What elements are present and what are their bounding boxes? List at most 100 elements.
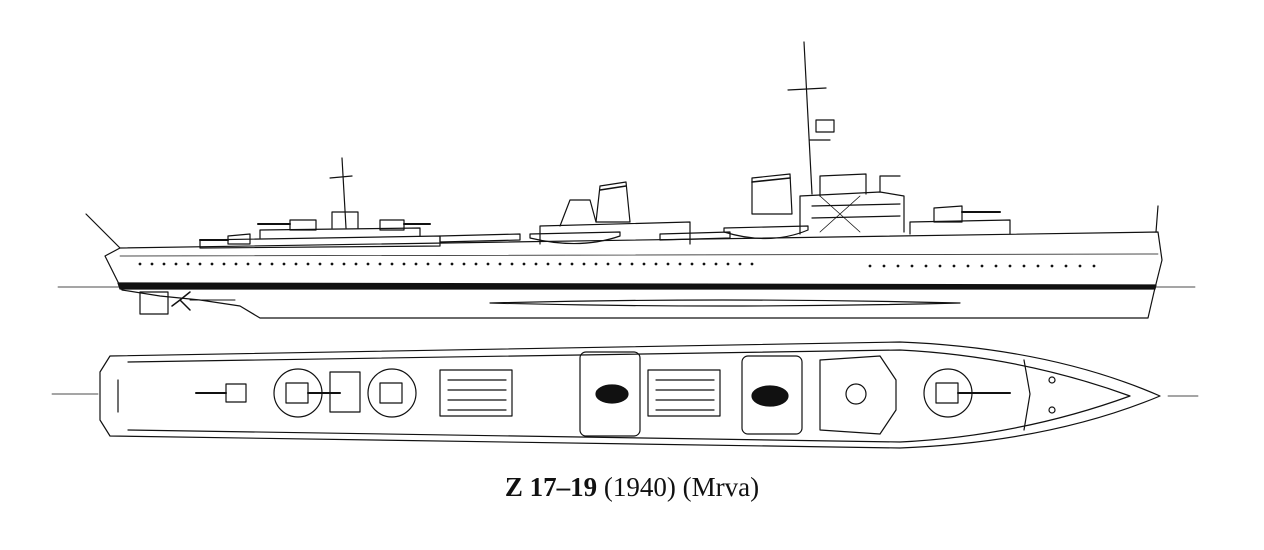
porthole (294, 262, 298, 266)
aft-turret-1 (228, 234, 250, 244)
rudder (140, 292, 168, 314)
porthole (1064, 264, 1068, 268)
porthole (666, 262, 670, 266)
aft-funnel-top (596, 385, 628, 403)
porthole (414, 262, 418, 266)
aft-mast (342, 158, 346, 228)
porthole (258, 262, 262, 266)
hull-plan (100, 342, 1160, 448)
credit-label: (Mrva) (682, 472, 760, 502)
bridge (800, 192, 904, 234)
fore-mast (804, 42, 812, 194)
porthole (910, 264, 914, 268)
porthole (330, 262, 334, 266)
boot-top (118, 283, 1156, 289)
porthole (582, 262, 586, 266)
porthole (510, 262, 514, 266)
porthole (162, 262, 166, 266)
porthole (450, 262, 454, 266)
porthole (750, 262, 754, 266)
porthole (1008, 264, 1012, 268)
porthole (570, 262, 574, 266)
year-label: (1940) (603, 472, 676, 502)
porthole (642, 262, 646, 266)
porthole (868, 264, 872, 268)
porthole (618, 262, 622, 266)
porthole (498, 262, 502, 266)
porthole (1092, 264, 1096, 268)
porthole (318, 262, 322, 266)
fore-funnel (752, 174, 792, 214)
porthole (924, 264, 928, 268)
porthole (882, 264, 886, 268)
porthole (138, 262, 142, 266)
fore-turret-1 (934, 206, 962, 222)
porthole (426, 262, 430, 266)
porthole (630, 262, 634, 266)
porthole (534, 262, 538, 266)
propeller (172, 292, 190, 310)
porthole (366, 262, 370, 266)
aft-funnel (596, 182, 630, 222)
porthole (342, 262, 346, 266)
boat-fore (724, 226, 808, 239)
torpedo-tubes-fore (660, 232, 730, 240)
torpedo-tubes-aft (440, 234, 520, 242)
boat-mid (530, 232, 620, 244)
plan-turrets (196, 369, 1010, 417)
porthole (306, 262, 310, 266)
porthole (980, 264, 984, 268)
porthole (654, 262, 658, 266)
porthole (462, 262, 466, 266)
bilge-keel (490, 300, 960, 306)
porthole (402, 262, 406, 266)
fore-funnel-top (752, 386, 788, 406)
porthole (738, 262, 742, 266)
porthole (150, 262, 154, 266)
torpedo-mount-fore (648, 370, 720, 416)
porthole (390, 262, 394, 266)
porthole (354, 262, 358, 266)
torpedo-mount-aft (440, 370, 512, 416)
porthole (558, 262, 562, 266)
porthole (952, 264, 956, 268)
porthole (210, 262, 214, 266)
porthole (222, 262, 226, 266)
porthole (474, 262, 478, 266)
porthole (938, 264, 942, 268)
porthole (714, 262, 718, 266)
aft-turret-3 (380, 220, 404, 230)
porthole (1050, 264, 1054, 268)
porthole (522, 262, 526, 266)
porthole (282, 262, 286, 266)
porthole (546, 262, 550, 266)
porthole (896, 264, 900, 268)
aft-turret-2 (290, 220, 316, 230)
ship-designation: Z 17–19 (504, 472, 598, 502)
porthole (438, 262, 442, 266)
porthole (594, 262, 598, 266)
plan-view (52, 342, 1198, 448)
porthole (378, 262, 382, 266)
porthole (1078, 264, 1082, 268)
porthole (678, 262, 682, 266)
porthole (270, 262, 274, 266)
porthole (174, 262, 178, 266)
porthole (1022, 264, 1026, 268)
hull-side (105, 232, 1162, 318)
porthole (726, 262, 730, 266)
porthole (486, 262, 490, 266)
drawing-caption: Z 17–19 (1940) (Mrva) (0, 470, 1264, 504)
porthole (198, 262, 202, 266)
side-profile (58, 42, 1195, 318)
porthole (994, 264, 998, 268)
porthole (246, 262, 250, 266)
porthole (690, 262, 694, 266)
porthole (702, 262, 706, 266)
porthole (606, 262, 610, 266)
porthole (966, 264, 970, 268)
portholes (138, 262, 1096, 268)
porthole (1036, 264, 1040, 268)
porthole (234, 262, 238, 266)
